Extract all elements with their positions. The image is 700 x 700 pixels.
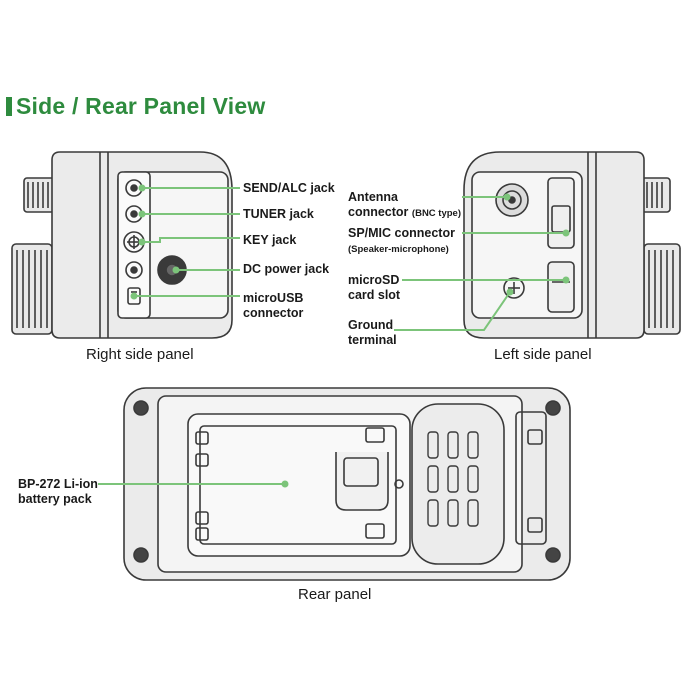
label-send-alc-jack: SEND/ALC jack <box>243 181 335 195</box>
label-microsd-slot: microSD card slot <box>348 273 400 303</box>
label-antenna-connector: Antenna connector (BNC type) <box>348 190 461 221</box>
rear-panel-callout-line <box>98 480 289 488</box>
rear-panel-drawing <box>123 387 571 581</box>
title-accent-bar <box>6 97 12 116</box>
label-spmic-note: (Speaker-microphone) <box>348 244 449 255</box>
label-microusb-line1: microUSB <box>243 291 304 305</box>
label-spmic-line1: SP/MIC connector <box>348 226 455 240</box>
left-panel-callout-lines <box>394 193 570 331</box>
left-side-panel-drawing <box>463 151 681 339</box>
label-microsd-line2: card slot <box>348 288 401 302</box>
label-antenna-note: (BNC type) <box>411 208 462 219</box>
label-battery-line1: BP-272 Li-ion <box>18 477 98 491</box>
label-ground-line2: terminal <box>348 333 397 347</box>
label-key-jack: KEY jack <box>243 233 297 247</box>
label-dc-power-jack: DC power jack <box>243 262 330 276</box>
caption-rear-panel: Rear panel <box>298 586 372 603</box>
label-ground-terminal: Ground terminal <box>348 318 397 348</box>
label-tuner-jack: TUNER jack <box>243 207 314 221</box>
label-antenna-line1: Antenna <box>348 190 398 204</box>
right-side-panel-drawing <box>11 151 233 339</box>
page-title: Side / Rear Panel View <box>16 93 266 119</box>
label-antenna-line2: connector <box>348 205 409 219</box>
label-microusb-connector: microUSB connector <box>243 291 303 321</box>
caption-right-side-panel: Right side panel <box>86 346 194 363</box>
label-microsd-line1: microSD <box>348 273 400 287</box>
right-panel-callout-lines <box>130 184 240 300</box>
label-battery-line2: battery pack <box>18 492 92 506</box>
label-ground-line1: Ground <box>348 318 394 332</box>
caption-left-side-panel: Left side panel <box>494 346 592 363</box>
label-microusb-line2: connector <box>243 306 304 320</box>
label-spmic-connector: SP/MIC connector (Speaker-microphone) <box>348 226 455 257</box>
label-battery-pack: BP-272 Li-ion battery pack <box>18 477 98 507</box>
